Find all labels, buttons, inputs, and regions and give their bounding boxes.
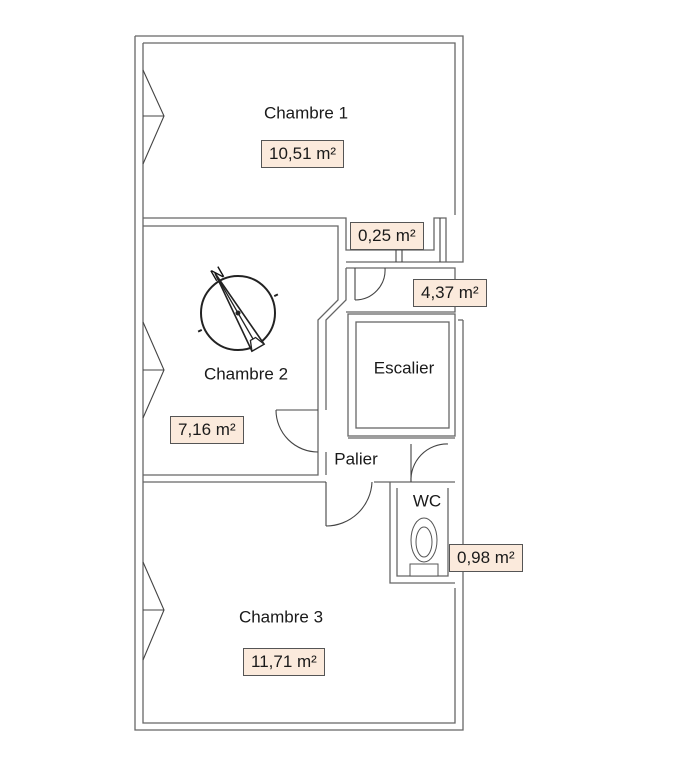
door-chambre-2 bbox=[275, 409, 319, 453]
room-label-wc: WC bbox=[412, 491, 442, 511]
outer-walls bbox=[134, 35, 464, 731]
room-label-escalier: Escalier bbox=[373, 358, 435, 378]
room-label-palier: Palier bbox=[334, 449, 378, 469]
toilet-icon bbox=[409, 517, 439, 577]
room-label-chambre-1: Chambre 1 bbox=[263, 103, 349, 123]
door-placard bbox=[354, 267, 386, 301]
window-chambre-3 bbox=[142, 561, 165, 661]
placard-doors bbox=[395, 218, 441, 262]
area-badge-wc: 0,98 m² bbox=[449, 544, 523, 572]
area-badge-chambre-1: 10,51 m² bbox=[261, 140, 345, 168]
window-chambre-2 bbox=[142, 321, 165, 419]
area-badge-chambre-3: 11,71 m² bbox=[243, 648, 325, 676]
area-badge-chambre-2: 7,16 m² bbox=[170, 416, 244, 444]
area-badge-placard: 0,25 m² bbox=[350, 222, 424, 250]
north-arrow-icon bbox=[197, 272, 279, 353]
door-chambre-3 bbox=[325, 481, 373, 527]
room-label-chambre-3: Chambre 3 bbox=[238, 607, 324, 627]
door-wc bbox=[410, 443, 449, 483]
room-label-chambre-2: Chambre 2 bbox=[203, 364, 289, 384]
area-badge-palier: 4,37 m² bbox=[413, 279, 487, 307]
window-chambre-1 bbox=[142, 69, 165, 165]
north-letter: N bbox=[207, 263, 227, 286]
